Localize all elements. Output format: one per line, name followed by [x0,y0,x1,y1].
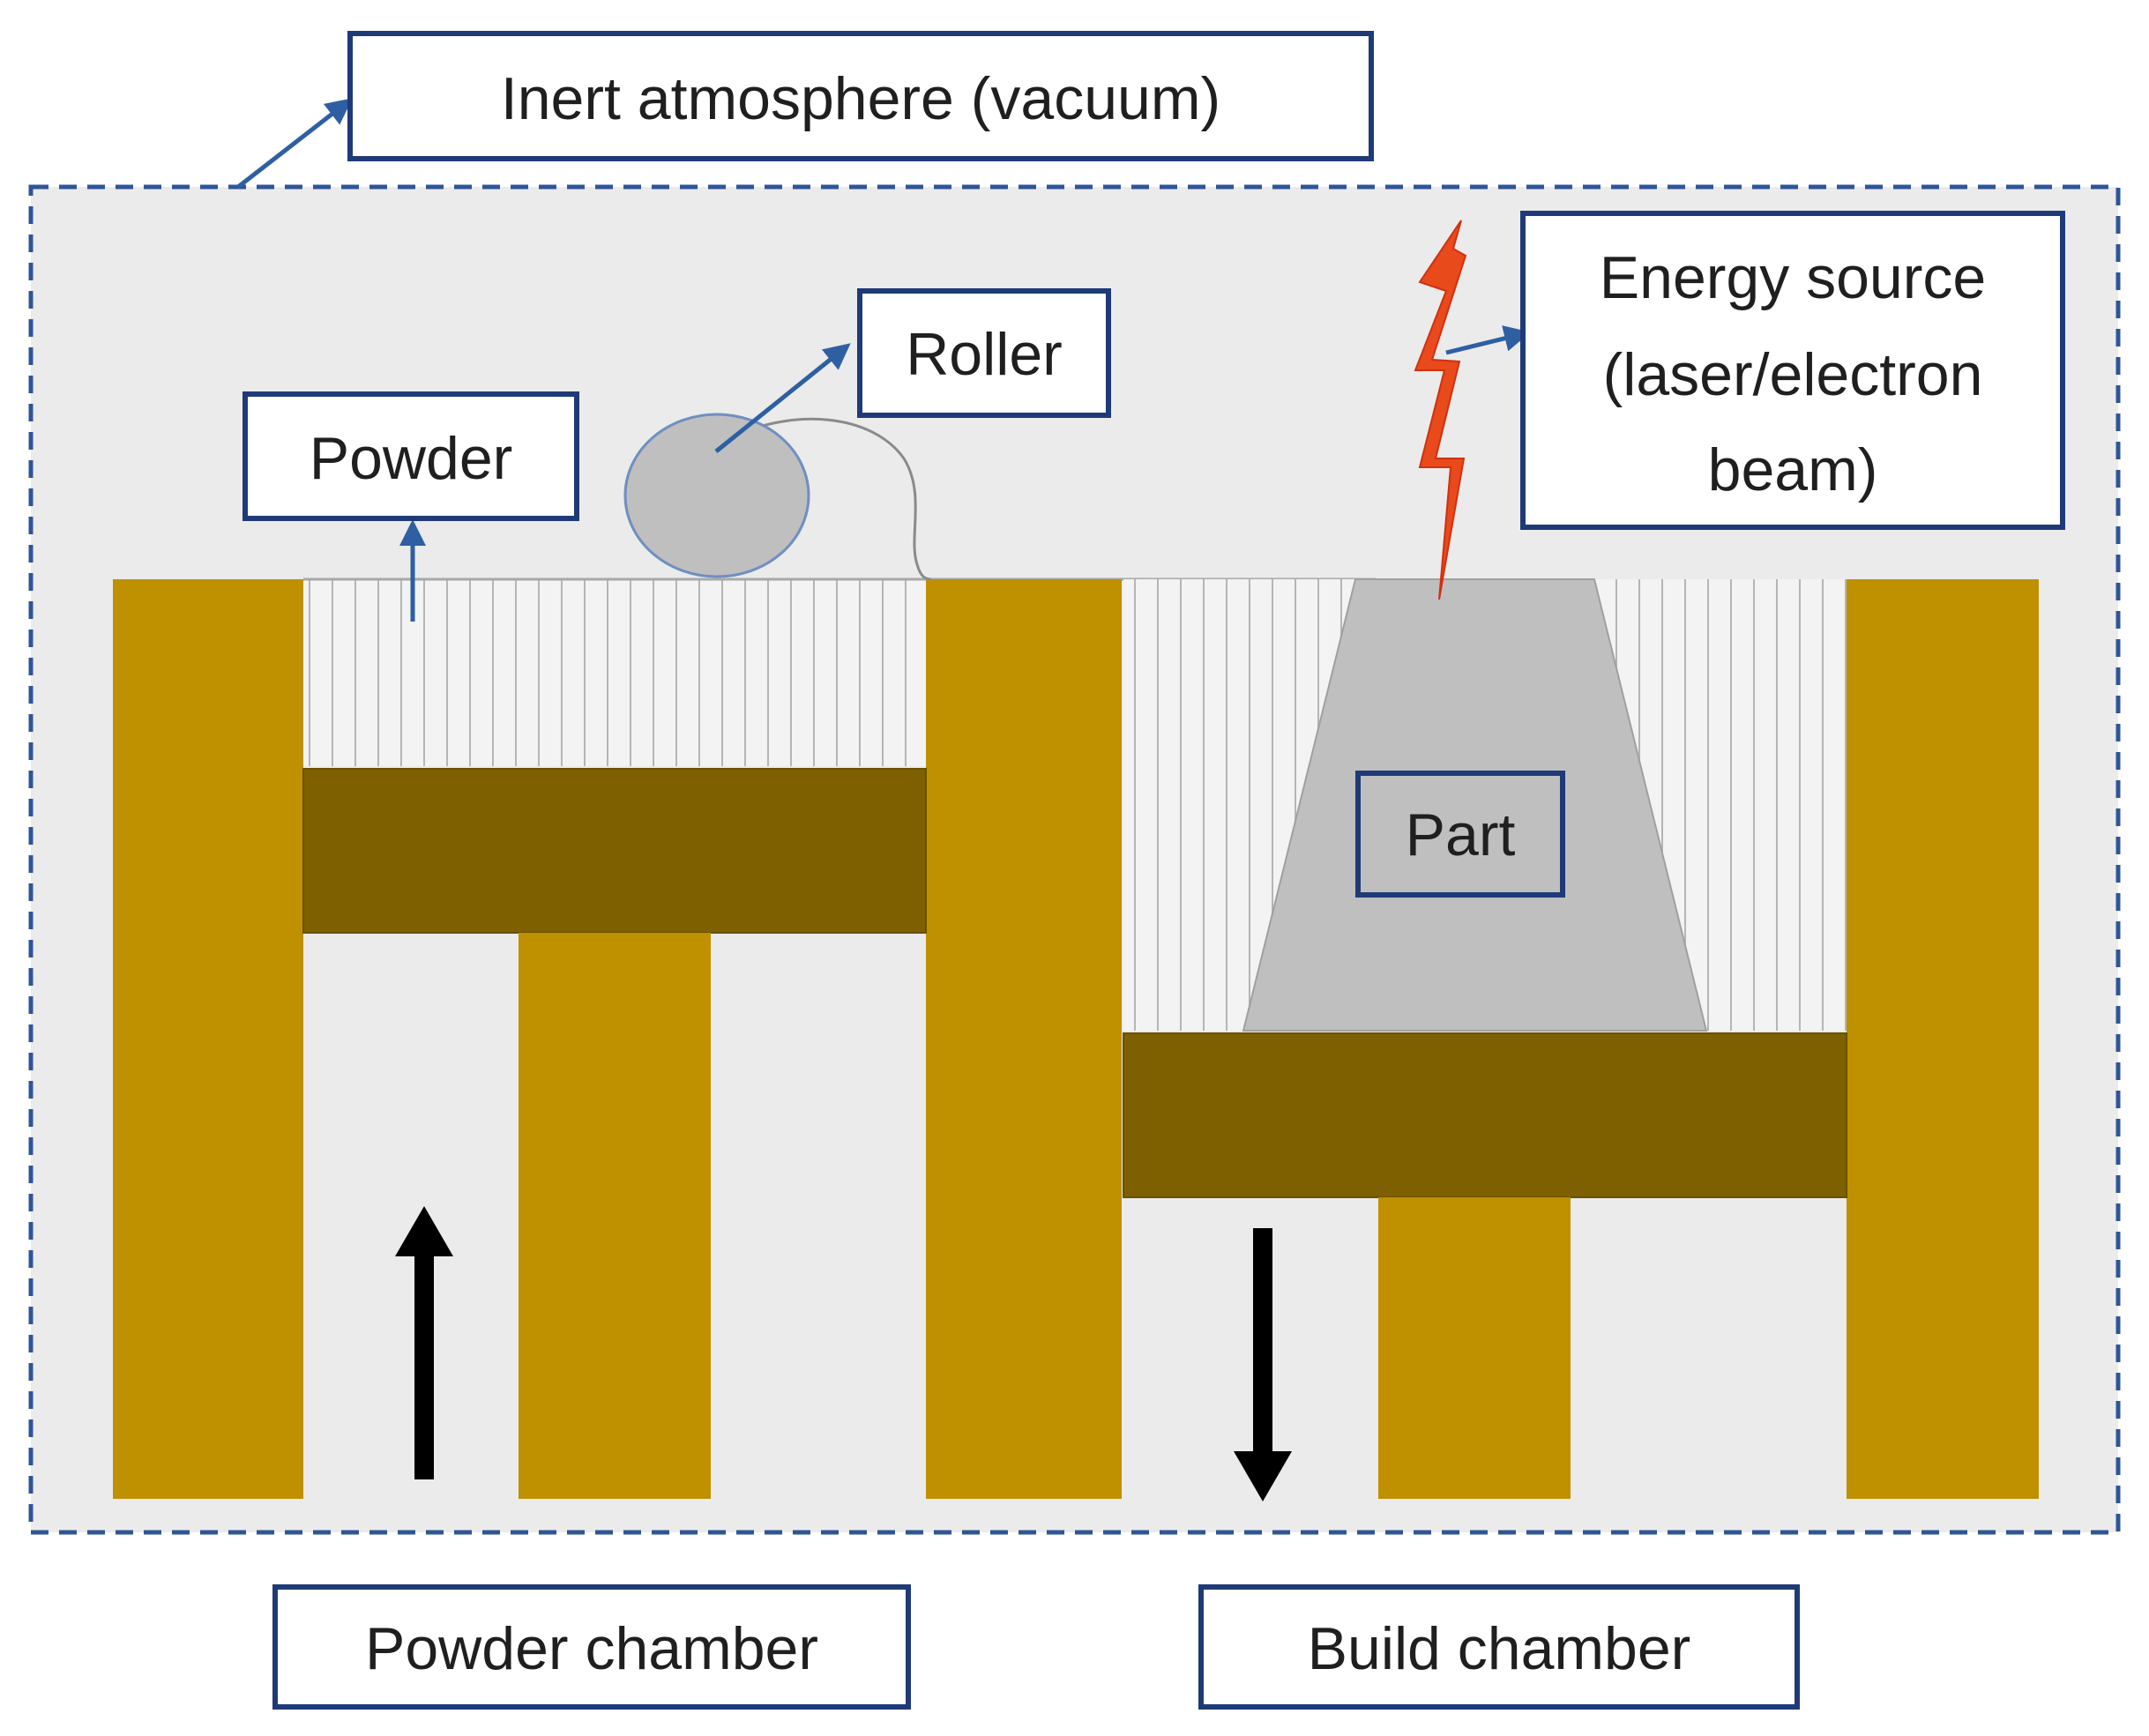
powder-chamber-left-wall [113,579,303,1499]
center-wall [926,579,1122,1499]
energy-source-label-line2: (laser/electron [1603,341,1983,408]
build-piston-down-arrow-icon [1234,1228,1292,1501]
build-chamber-label: Build chamber [1198,1584,1800,1710]
build-piston-rod [1378,1197,1571,1499]
powder-trail [722,417,932,581]
energy-pointer-arrow [1445,325,1531,355]
build-piston-plate [1123,1032,1847,1198]
powder-chamber-label: Powder chamber [272,1584,911,1710]
powder-chamber-label-text: Powder chamber [365,1615,818,1682]
energy-beam-icon [1414,220,1467,600]
powder-label-text: Powder [310,425,513,492]
atmosphere-label-text: Inert atmosphere (vacuum) [501,65,1220,132]
energy-source-label-line1: Energy source [1600,244,1986,311]
build-chamber-right-wall [1847,579,2039,1499]
part-label-text: Part [1406,801,1516,868]
roller-label-text: Roller [906,321,1063,388]
energy-source-label: Energy source (laser/electron beam) [1520,211,2065,530]
build-chamber-label-text: Build chamber [1308,1615,1691,1682]
powder-piston-up-arrow-icon [395,1206,453,1479]
energy-source-label-line3: beam) [1708,436,1878,503]
roller-shape [623,413,810,578]
powder-piston-plate [302,768,927,934]
atmosphere-pointer-arrow [236,98,353,189]
roller-pointer-arrow [714,343,851,453]
powder-piston-rod [519,933,711,1499]
roller-label: Roller [857,288,1111,418]
powder-label: Powder [243,391,579,521]
atmosphere-label: Inert atmosphere (vacuum) [347,31,1374,161]
part-label: Part [1355,771,1565,898]
powder-bed-powder-chamber [303,579,926,766]
